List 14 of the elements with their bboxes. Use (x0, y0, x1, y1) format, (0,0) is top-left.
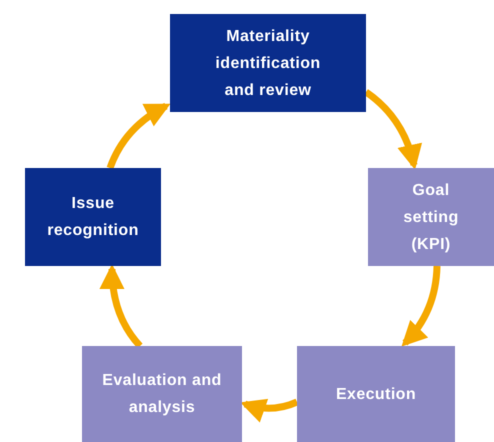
process-box (170, 14, 366, 112)
curved-arrow (100, 264, 143, 348)
step-label: Issue recognition (46, 194, 140, 241)
curved-arrow (402, 266, 440, 347)
step-label: Materiality identification and review (214, 26, 322, 100)
step-label: Execution (336, 384, 416, 404)
process-box (297, 346, 455, 442)
process-box (368, 168, 494, 266)
curved-arrow (240, 398, 298, 422)
process-box (25, 168, 161, 266)
step-label: Evaluation and analysis (101, 371, 223, 418)
curved-arrow (106, 102, 170, 170)
step-label: Goal setting (KPI) (402, 180, 460, 254)
process-box (82, 346, 242, 442)
